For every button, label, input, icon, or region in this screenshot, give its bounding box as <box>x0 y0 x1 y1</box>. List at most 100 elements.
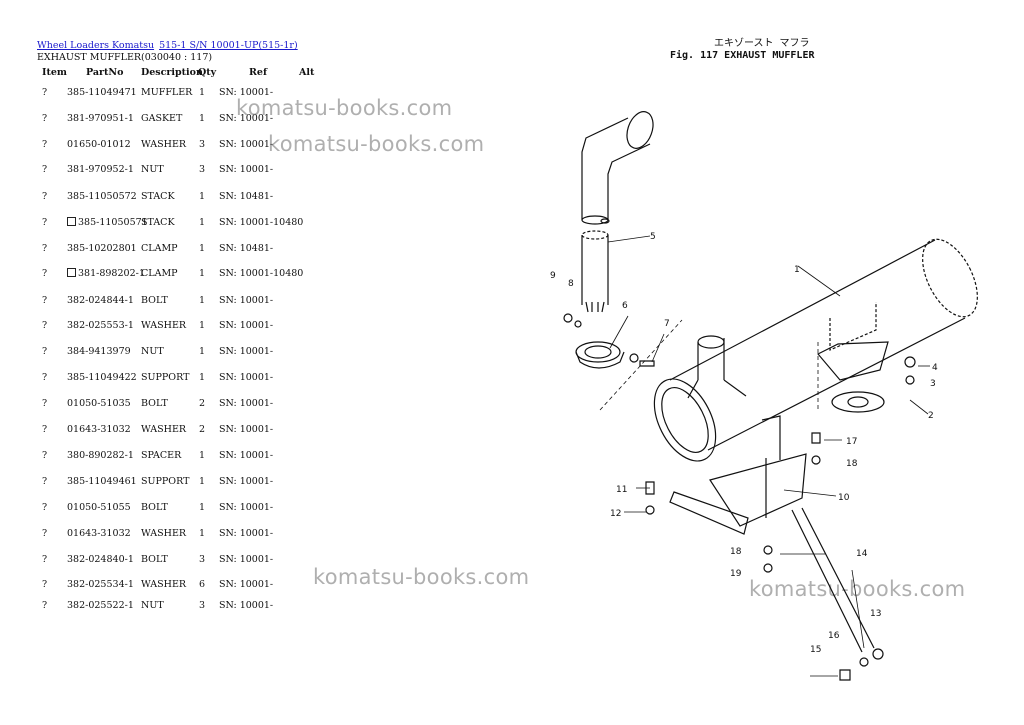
callout-17: 17 <box>846 437 857 447</box>
breadcrumb: Wheel Loaders Komatsu 515-1 S/N 10001-UP(… <box>37 40 298 51</box>
row-partno: 01650-01012 <box>67 139 131 150</box>
row-item-text: ? <box>42 243 48 254</box>
row-item: ? <box>42 450 47 461</box>
row-ref-text: SN: 10001- <box>219 424 274 435</box>
row-qty-text: 1 <box>199 476 206 487</box>
row-partno: 385-10202801 <box>67 243 137 254</box>
row-item: ? <box>42 424 47 435</box>
table-row[interactable]: ? 385-11049471 MUFFLER 1 SN: 10001- <box>0 87 420 101</box>
row-description-text: MUFFLER <box>141 87 193 98</box>
row-ref: SN: 10001-10480 <box>219 268 303 279</box>
row-qty-text: 1 <box>199 295 206 306</box>
row-ref: SN: 10001-10480 <box>219 217 303 228</box>
row-description-text: WASHER <box>141 579 187 590</box>
row-qty-text: 1 <box>199 191 206 202</box>
breadcrumb-link-model-group[interactable]: Wheel Loaders Komatsu <box>37 40 155 51</box>
row-partno-text: 382-024844-1 <box>67 295 134 306</box>
watermark: komatsu-books.com <box>236 96 453 120</box>
row-ref: SN: 10001- <box>219 346 273 357</box>
row-description-text: CLAMP <box>141 268 178 279</box>
row-qty: 1 <box>199 502 205 513</box>
row-item-text: ? <box>42 87 48 98</box>
row-description-text: NUT <box>141 600 164 611</box>
checkbox-square-icon <box>67 217 76 226</box>
row-qty-text: 3 <box>199 554 206 565</box>
row-partno: 382-024844-1 <box>67 295 134 306</box>
row-ref: SN: 10481- <box>219 243 273 254</box>
row-item-text: ? <box>42 139 48 150</box>
row-description: SUPPORT <box>141 476 189 487</box>
watermark: komatsu-books.com <box>268 132 485 156</box>
hardware-parts <box>564 314 915 680</box>
row-ref: SN: 10001- <box>219 113 273 124</box>
row-description-text: STACK <box>141 217 175 228</box>
muffler-part <box>642 231 980 471</box>
row-partno: 01643-31032 <box>67 424 131 435</box>
row-qty-text: 1 <box>199 528 206 539</box>
row-qty: 3 <box>199 600 205 611</box>
column-header-ref: Ref <box>249 67 268 78</box>
row-qty: 1 <box>199 528 205 539</box>
row-partno: 385-11049422 <box>67 372 137 383</box>
callout-9: 9 <box>550 271 556 281</box>
row-partno-text: 385-10202801 <box>67 243 137 254</box>
row-qty: 1 <box>199 476 205 487</box>
row-item: ? <box>42 164 47 175</box>
row-ref-text: SN: 10001- <box>219 320 274 331</box>
row-partno-text: 385-11049471 <box>67 87 137 98</box>
row-description: BOLT <box>141 554 168 565</box>
row-description: STACK <box>141 217 175 228</box>
row-partno: 382-025553-1 <box>67 320 134 331</box>
callout-4: 4 <box>932 363 938 373</box>
callout-13: 13 <box>870 609 881 619</box>
row-item-text: ? <box>42 268 48 279</box>
row-ref-text: SN: 10481- <box>219 243 274 254</box>
column-header-partno: PartNo <box>86 67 124 78</box>
row-item-text: ? <box>42 320 48 331</box>
row-description-text: CLAMP <box>141 243 178 254</box>
row-partno-text: 01643-31032 <box>67 424 131 435</box>
row-ref: SN: 10001- <box>219 450 273 461</box>
row-description-text: WASHER <box>141 528 187 539</box>
row-partno: 01050-51035 <box>67 398 131 409</box>
row-description: WASHER <box>141 320 186 331</box>
row-ref-text: SN: 10001- <box>219 164 274 175</box>
row-description-text: WASHER <box>141 424 187 435</box>
row-ref-text: SN: 10001-10480 <box>219 268 304 279</box>
row-qty: 1 <box>199 372 205 383</box>
breadcrumb-link-serial[interactable]: 515-1 S/N 10001-UP(515-1r) <box>159 40 298 51</box>
callout-14: 14 <box>856 549 868 559</box>
callout-5: 5 <box>650 232 656 242</box>
row-item-text: ? <box>42 191 48 202</box>
row-ref: SN: 10001- <box>219 87 273 98</box>
callout-10: 10 <box>838 493 850 503</box>
row-ref: SN: 10001- <box>219 554 273 565</box>
row-ref-text: SN: 10001- <box>219 476 274 487</box>
row-qty: 1 <box>199 87 205 98</box>
page-subtitle: EXHAUST MUFFLER(030040 : 117) <box>37 52 213 63</box>
row-ref: SN: 10001- <box>219 528 273 539</box>
row-ref: SN: 10001- <box>219 502 273 513</box>
row-ref-text: SN: 10001- <box>219 450 274 461</box>
figure-title-english: Fig. 117 EXHAUST MUFFLER <box>670 50 815 61</box>
